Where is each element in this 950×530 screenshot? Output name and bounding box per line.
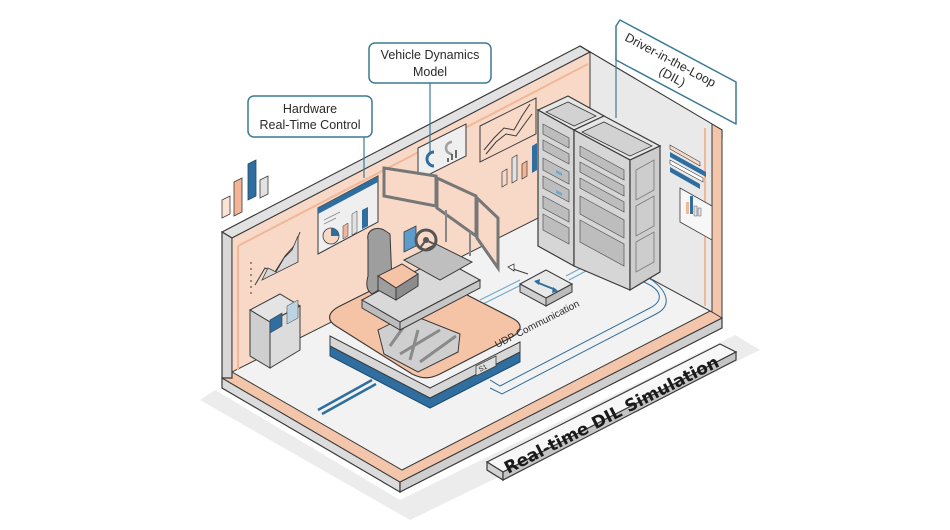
driver-seat — [366, 227, 419, 301]
wall-line-chart-right — [479, 97, 537, 188]
network-cables — [317, 257, 667, 416]
platform-tag-plate — [475, 355, 497, 377]
steering-wheel — [414, 228, 438, 252]
platform-tag: S1 — [478, 364, 489, 374]
callout-hardware-line1: Hardware — [283, 102, 337, 116]
driver-cockpit — [360, 51, 482, 331]
wall-line-chart-left — [250, 231, 301, 298]
triple-monitor-display — [382, 166, 500, 273]
cockpit-screen — [403, 225, 417, 253]
server-racks — [536, 95, 662, 292]
bidirectional-arrow-icon — [534, 279, 558, 293]
callout-vehicle-dynamics: Vehicle Dynamics Model — [368, 42, 492, 152]
network-switch — [507, 263, 574, 307]
data-flow-arrow-icon — [507, 263, 529, 275]
wall-dashboard-panel — [317, 175, 379, 255]
wall-gauges-panel — [417, 123, 467, 181]
right-wall-report — [669, 144, 713, 241]
control-console — [248, 293, 302, 369]
server-rack-left — [536, 95, 606, 268]
floating-bar-chart — [221, 159, 269, 219]
callout-vehicle-line2: Model — [413, 65, 447, 79]
console-screen — [269, 312, 283, 334]
callout-vehicle-line1: Vehicle Dynamics — [381, 48, 480, 62]
callout-hardware: Hardware Real-Time Control — [247, 95, 373, 178]
room-shadow — [200, 335, 760, 520]
monitor-right — [475, 194, 500, 273]
callout-hardware-line2: Real-Time Control — [260, 118, 361, 132]
server-rack-right — [572, 115, 662, 292]
